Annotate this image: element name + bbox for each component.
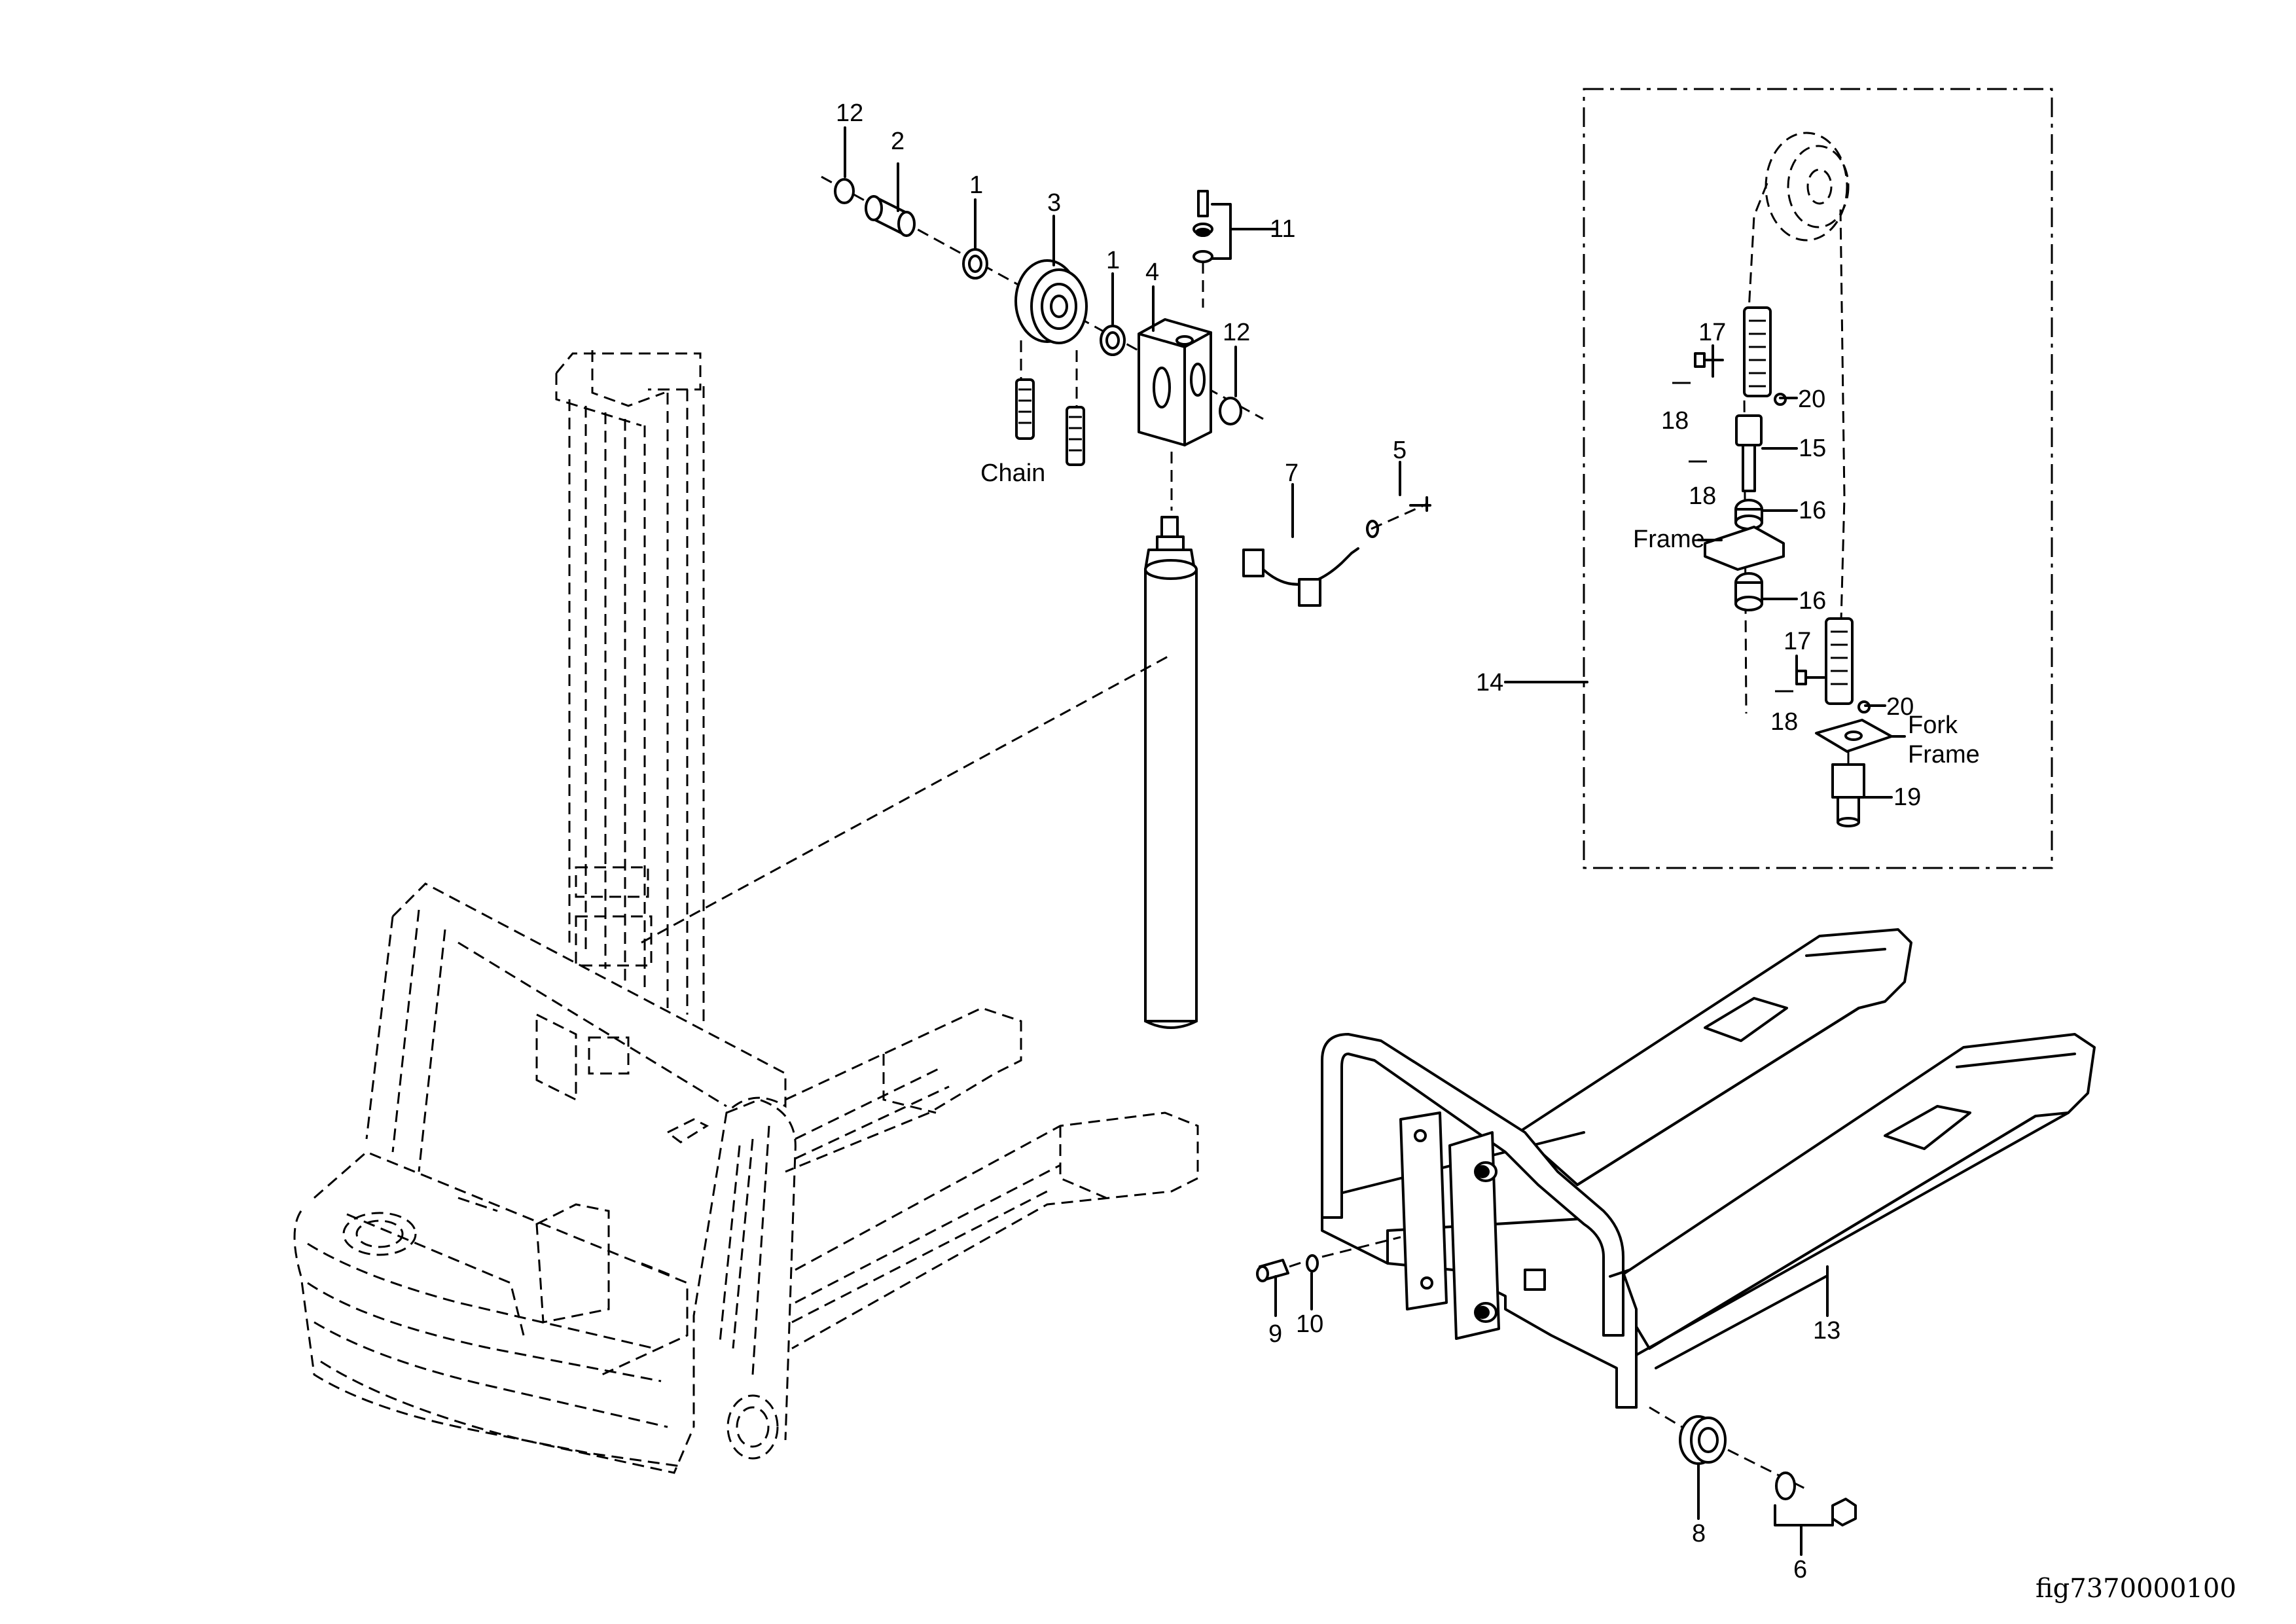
chain-pieces <box>1015 340 1085 466</box>
callout-15: 15 <box>1799 435 1826 462</box>
bearing-1-right <box>1100 325 1126 356</box>
callout-14: 14 <box>1476 669 1503 696</box>
retaining-ring-12-right <box>1219 397 1242 425</box>
callout-12: 12 <box>836 99 863 127</box>
pulley-3 <box>1014 259 1088 344</box>
callout-19: 19 <box>1893 784 1921 811</box>
truck-chassis <box>293 882 1199 1474</box>
callout-6: 6 <box>1793 1556 1807 1583</box>
chain-label: Chain <box>980 460 1045 487</box>
callout-13: 13 <box>1813 1317 1840 1344</box>
nut-16-upper <box>1734 499 1763 530</box>
nut-16-lower <box>1734 572 1763 611</box>
callout-7: 7 <box>1285 460 1299 487</box>
pin-5 <box>1366 496 1431 538</box>
bolt-19 <box>1831 751 1865 827</box>
fork-label: Fork <box>1908 712 1958 739</box>
callout-17: 17 <box>1698 319 1726 346</box>
lift-cylinder <box>1144 452 1198 1029</box>
roller-8 <box>1649 1406 1807 1490</box>
sleeve-2 <box>865 195 916 237</box>
callout-2: 2 <box>891 128 905 155</box>
frame-label: Frame <box>1633 526 1705 553</box>
mast <box>555 350 705 1021</box>
callout-12: 12 <box>1223 319 1250 346</box>
callout-11: 11 <box>1270 215 1295 243</box>
chain-link-lower <box>1825 617 1854 705</box>
callout-18: 18 <box>1661 407 1689 435</box>
clamp-7 <box>1242 547 1359 607</box>
callout-5: 5 <box>1393 437 1407 464</box>
callout-18: 18 <box>1770 708 1798 736</box>
callout-4: 4 <box>1145 259 1159 286</box>
callout-20: 20 <box>1798 386 1825 413</box>
pulley-bracket-4 <box>1138 318 1212 446</box>
fork-frame-plate <box>1815 719 1893 753</box>
callout-1: 1 <box>1106 247 1120 274</box>
callout-1: 1 <box>969 171 983 199</box>
frame-block <box>1704 526 1785 571</box>
callout-20: 20 <box>1886 693 1914 721</box>
callout-16: 16 <box>1799 587 1826 615</box>
callout-8: 8 <box>1692 1520 1706 1547</box>
callout-16: 16 <box>1799 497 1826 524</box>
chain-link-upper <box>1743 306 1772 397</box>
callout-18: 18 <box>1689 482 1716 510</box>
callouts: 12 2 1 3 1 4 11 12 Chain 7 5 9 10 13 8 6… <box>836 99 2236 1604</box>
pin-9 <box>1256 1236 1401 1282</box>
pin-17-lower <box>1795 670 1825 685</box>
callout-17: 17 <box>1784 628 1811 655</box>
pulley-assembly <box>821 175 1431 1029</box>
callout-3: 3 <box>1047 189 1061 217</box>
callout-9: 9 <box>1268 1320 1282 1348</box>
detail-box-14 <box>1504 88 2053 869</box>
stud <box>1474 1161 1498 1323</box>
fork-frame-13 <box>1321 928 2096 1409</box>
pin-6 <box>1774 1498 1857 1526</box>
retaining-ring-12-top <box>834 178 855 204</box>
callout-10: 10 <box>1296 1310 1323 1338</box>
fork-frame-label: Frame <box>1908 741 1980 768</box>
retaining-ring-6 <box>1775 1471 1796 1500</box>
screw-and-washers-11 <box>1193 190 1278 308</box>
figure-id: fig7370000100 <box>2036 1574 2236 1604</box>
chain-anchor-15 <box>1735 414 1763 492</box>
pin-17-upper <box>1694 352 1724 368</box>
retaining-ring-10 <box>1306 1254 1319 1272</box>
leader-lines <box>844 126 1829 1556</box>
bearing-1-left <box>962 248 988 280</box>
